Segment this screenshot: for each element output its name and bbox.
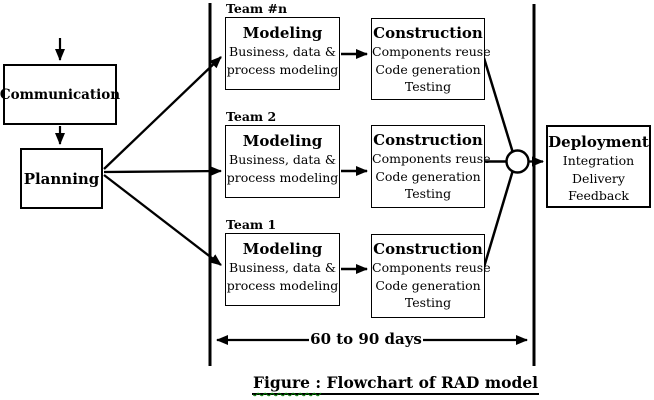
construction-line: Testing: [404, 186, 452, 201]
modeling-box-team-2: Modeling Business, data & process modeli…: [225, 125, 340, 198]
construction-title: Construction: [373, 240, 483, 258]
construction-title: Construction: [373, 131, 483, 149]
deployment-title: Deployment: [548, 133, 649, 151]
line-construction-1-to-node: [482, 169, 515, 268]
figure-caption-rest: Flowchart of RAD model: [321, 373, 539, 392]
deployment-box: Deployment Integration Delivery Feedback: [546, 125, 651, 208]
modeling-title: Modeling: [242, 240, 323, 258]
construction-box-team-1: Construction Components reuse Code gener…: [371, 234, 491, 318]
team-2-label: Team 2: [226, 109, 277, 124]
duration-label: 60 to 90 days: [310, 330, 422, 348]
construction-line: Code generation: [375, 61, 481, 77]
merge-node-circle: [505, 149, 530, 174]
arrow-planning-to-team-n: [103, 56, 222, 170]
arrow-planning-to-team-2: [103, 166, 222, 177]
team-1-label: Team 1: [226, 217, 277, 232]
figure-caption: Figure : Flowchart of RAD model: [252, 373, 540, 395]
construction-title: Construction: [373, 24, 483, 42]
construction-line: Testing: [404, 79, 452, 94]
construction-box-team-2: Construction Components reuse Code gener…: [371, 125, 491, 208]
construction-line: Components reuse: [372, 260, 491, 275]
modeling-line: process modeling: [226, 169, 339, 185]
figure-caption-text: Figure : Flowchart of RAD model: [252, 373, 540, 395]
construction-line: Testing: [404, 295, 452, 310]
modeling-box-team-1: Modeling Business, data & process modeli…: [225, 233, 340, 306]
construction-box-team-n: Construction Components reuse Code gener…: [371, 18, 491, 100]
communication-label: Communication: [0, 86, 121, 103]
line-construction-n-to-node: [482, 57, 515, 154]
communication-box: Communication: [0, 64, 121, 125]
modeling-line: process modeling: [226, 61, 339, 77]
planning-label: Planning: [23, 169, 100, 188]
modeling-line: Business, data &: [229, 152, 336, 167]
deployment-line: Feedback: [568, 188, 629, 203]
deployment-line: Delivery: [572, 170, 625, 186]
modeling-box-team-n: Modeling Business, data & process modeli…: [225, 17, 340, 90]
arrow-planning-to-team-1: [103, 174, 222, 266]
figure-caption-prefix: Figure :: [253, 373, 322, 392]
modeling-title: Modeling: [242, 24, 323, 42]
construction-line: Components reuse: [372, 44, 491, 59]
construction-line: Code generation: [375, 168, 481, 184]
construction-line: Code generation: [375, 277, 481, 293]
modeling-line: Business, data &: [229, 44, 336, 59]
modeling-line: process modeling: [226, 277, 339, 293]
construction-line: Components reuse: [372, 151, 491, 166]
modeling-line: Business, data &: [229, 260, 336, 275]
team-n-label: Team #n: [226, 1, 288, 16]
modeling-title: Modeling: [242, 132, 323, 150]
planning-box: Planning: [20, 148, 103, 209]
deployment-line: Integration: [562, 153, 635, 168]
